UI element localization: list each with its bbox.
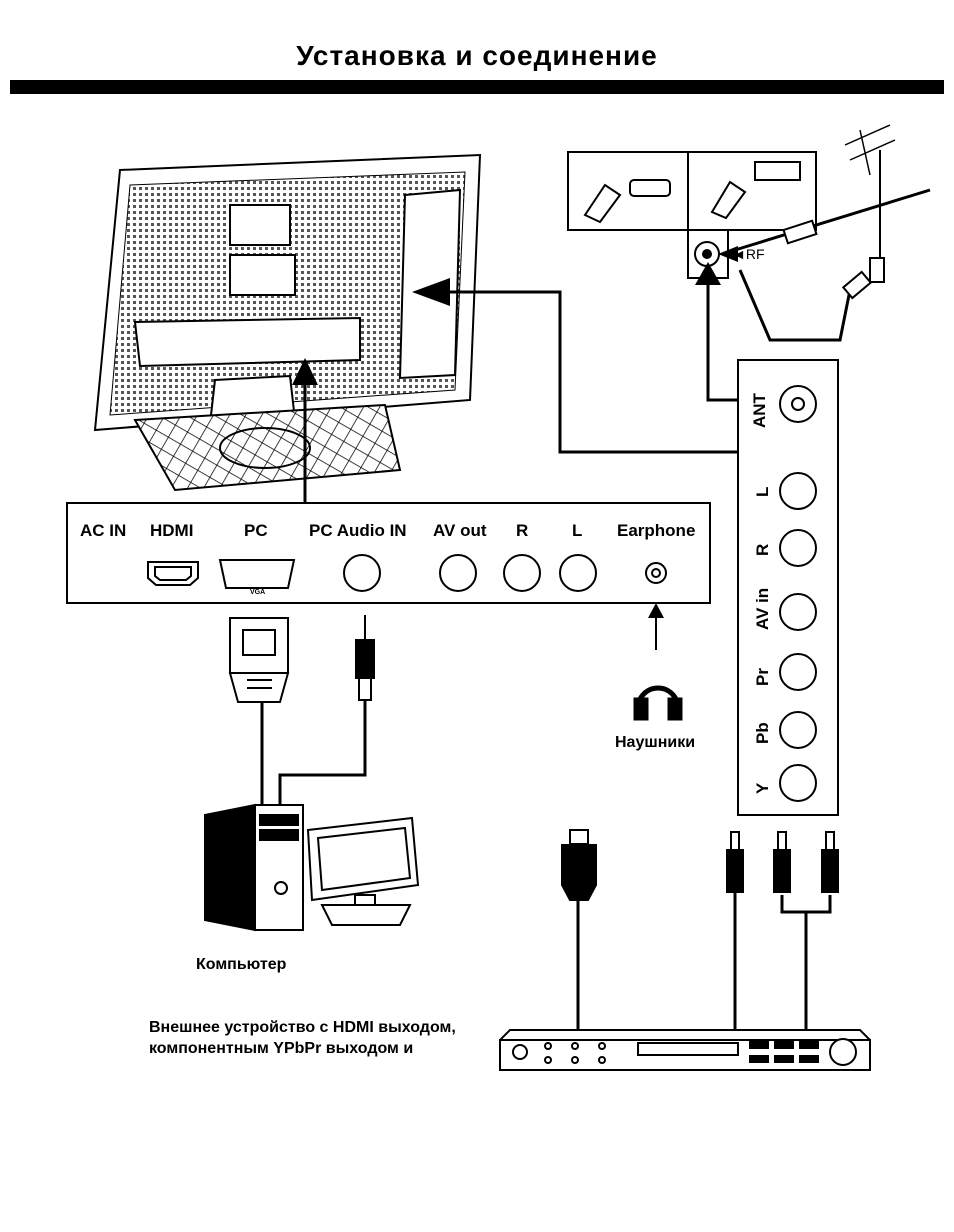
side-port-label-y: Y: [753, 783, 773, 794]
port-label-hdmi: HDMI: [150, 521, 193, 541]
tv-back-illustration: [95, 155, 480, 490]
side-port-label-pb: Pb: [753, 722, 773, 744]
vga-plug-illustration: [230, 618, 288, 702]
port-label-r: R: [516, 521, 528, 541]
hdmi-plug-illustration: [562, 830, 596, 900]
rf-inset-illustration: [568, 125, 930, 340]
port-label-ac-in: AC IN: [80, 521, 126, 541]
rca-plugs-illustration: [727, 832, 838, 892]
external-device-caption-line2: компонентным YPbPr выходом и: [149, 1040, 413, 1058]
side-port-label-l: L: [753, 487, 773, 497]
dvd-player-illustration: [500, 1030, 870, 1070]
side-port-label-av-in: AV in: [753, 588, 773, 630]
audio-plug-illustration: [356, 615, 374, 700]
bottom-input-panel: [67, 503, 710, 603]
rf-label: ◄RF: [732, 246, 765, 262]
port-label-pc: PC: [244, 521, 268, 541]
port-label-av-out: AV out: [433, 521, 487, 541]
side-port-label-pr: Pr: [753, 668, 773, 686]
port-label-l: L: [572, 521, 582, 541]
headphones-caption: Наушники: [615, 734, 695, 752]
vga-tag: VGA: [250, 589, 265, 596]
computer-caption: Компьютер: [196, 956, 286, 974]
side-port-label-ant: ANT: [750, 393, 770, 428]
computer-illustration: [205, 805, 418, 930]
headphones-icon: [636, 688, 680, 718]
port-label-pc-audio-in: PC Audio IN: [309, 521, 407, 541]
side-port-label-r: R: [753, 544, 773, 556]
port-label-earphone: Earphone: [617, 521, 695, 541]
external-device-caption-line1: Внешнее устройство с HDMI выходом,: [149, 1019, 456, 1037]
